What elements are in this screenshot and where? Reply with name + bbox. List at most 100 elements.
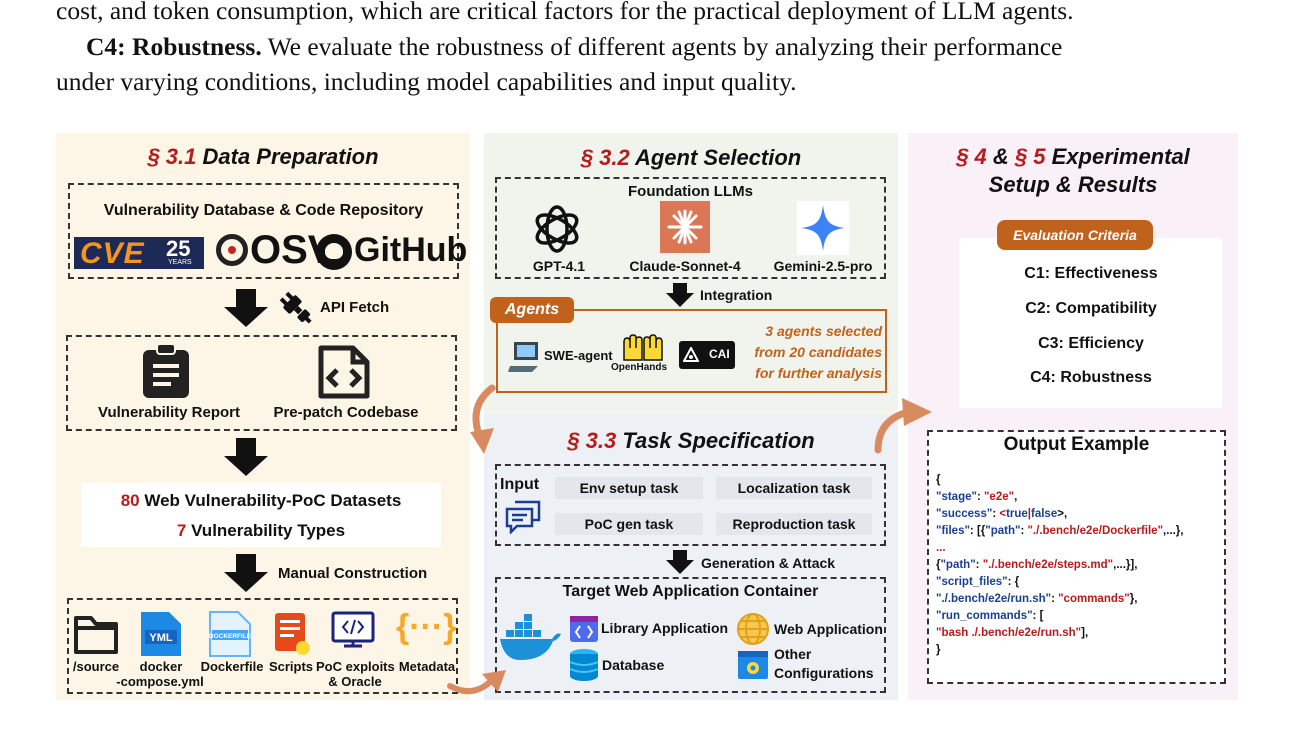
gemini-icon (797, 201, 849, 255)
code-path-val: "./.bench/e2e/Dockerfile" (1027, 525, 1164, 537)
code-line-5: ... (936, 540, 1224, 557)
gen-arrow-shaft (673, 550, 687, 560)
eval-criteria-tag: Evaluation Criteria (997, 220, 1153, 250)
code-line-8: "./.bench/e2e/run.sh": "commands"}, (936, 593, 1138, 605)
agents-box (496, 309, 887, 393)
arrow-down-icon (666, 560, 694, 574)
vuln-types: 7 Vulnerability Types (81, 521, 441, 541)
output-code: { "stage": "e2e", "success": <true|false… (936, 472, 1224, 659)
plug-icon (279, 291, 312, 324)
criterion-3: C3: Efficiency (1038, 335, 1144, 352)
cve-logo-years: YEARS (168, 259, 192, 266)
metadata-braces-icon: {···} (396, 608, 457, 646)
arrow-down-icon (224, 456, 268, 476)
claude-icon (660, 201, 710, 253)
llms-title: Foundation LLMs (628, 183, 753, 200)
folder-icon (74, 616, 118, 654)
criterion-4: C4: Robustness (1030, 369, 1152, 386)
cve-logo-text: CVE (80, 237, 145, 270)
clipboard-icon (143, 344, 189, 398)
code-line-11: } (936, 642, 1224, 659)
code-stage-key: "stage" (936, 491, 977, 503)
arrow-down-1-shaft (236, 289, 256, 307)
db-title: Vulnerability Database & Code Repository (103, 202, 424, 219)
output-example-box (927, 430, 1226, 684)
dataset-box (81, 483, 441, 547)
types-text: Vulnerability Types (186, 521, 346, 540)
prepatch-label: Pre-patch Codebase (273, 404, 419, 421)
code-line-9: "run_commands": [ (936, 608, 1224, 625)
osv-logo-icon (216, 234, 248, 266)
code-line-6: {"path": "./.bench/e2e/steps.md",...}], (936, 559, 1138, 571)
code-success-bar: | (1027, 508, 1032, 520)
file-source: /source (72, 659, 120, 674)
llm-gpt: GPT-4.1 (532, 258, 586, 274)
cve-logo-number: 25 (166, 236, 191, 261)
exploit-icon (331, 611, 375, 648)
file-oracle: & Oracle (328, 674, 382, 689)
code-success-b: >, (1057, 508, 1068, 520)
code-path2-b: ,...}], (1113, 559, 1138, 571)
yml-file-icon: YML (141, 612, 181, 656)
input-box (66, 335, 457, 431)
code-file-icon (318, 345, 370, 399)
code-cmds-b: : [ (1032, 610, 1044, 622)
chat-icon (505, 500, 541, 534)
p4-title-1: Experimental (1045, 144, 1190, 169)
p4-section-5: § 5 (1014, 144, 1046, 169)
criteria-box (959, 238, 1222, 408)
config-icon (738, 651, 768, 679)
code-success-a: < (999, 508, 1007, 520)
llm-claude: Claude-Sonnet-4 (629, 258, 741, 274)
output-example-title: Output Example (1003, 434, 1150, 455)
file-docker-compose: -compose.yml (116, 674, 204, 689)
file-docker: docker (139, 659, 183, 674)
docker-icon (500, 614, 561, 660)
panel-task-specification (484, 415, 898, 700)
integration-arrow-shaft (673, 283, 687, 293)
file-metadata: Metadata (398, 659, 456, 674)
dataset-number: 80 (120, 491, 140, 510)
github-logo: GitHub (354, 231, 468, 269)
code-run-b: }, (1129, 593, 1138, 605)
app-database: Database (602, 657, 665, 673)
api-fetch-label: API Fetch (320, 299, 390, 316)
file-dockerfile: Dockerfile (200, 659, 264, 674)
vuln-report-label: Vulnerability Report (98, 404, 240, 421)
body-line-1: cost, and token consumption, which are c… (56, 0, 1074, 25)
library-app-icon (570, 616, 598, 642)
code-brace-close: } (936, 644, 941, 656)
swe-agent-icon (508, 342, 538, 372)
types-number: 7 (176, 521, 187, 540)
code-line-7: "script_files": { (936, 574, 1224, 591)
agent-openhands: OpenHands (610, 362, 668, 373)
p4-title-line-1: § 4 & § 5 Experimental (908, 143, 1238, 171)
task-localization: Localization task (716, 477, 872, 499)
code-success-true: true (1006, 508, 1028, 520)
p4-amp: & (986, 144, 1015, 169)
code-files-b: ,...}, (1163, 525, 1184, 537)
task-box (495, 464, 886, 546)
file-poc-exploits: PoC exploits (316, 659, 395, 674)
file-scripts: Scripts (268, 659, 314, 674)
agent-swe: SWE-agent (544, 348, 613, 363)
code-stage-val: "e2e" (983, 491, 1015, 503)
p1-title-text: Data Preparation (202, 144, 379, 169)
c4-heading: C4: Robustness. (86, 32, 262, 61)
llm-box (495, 177, 886, 279)
task-reproduction: Reproduction task (716, 513, 872, 535)
scripts-icon (275, 613, 310, 655)
globe-icon (737, 613, 769, 645)
code-success-key: "success" (936, 508, 993, 520)
task-poc-gen: PoC gen task (555, 513, 703, 535)
app-library: Library Application (601, 620, 729, 636)
integration-label: Integration (700, 287, 773, 303)
arrow-down-icon (666, 293, 694, 307)
database-icon (569, 649, 599, 681)
code-line-4: "files": [{"path": "./.bench/e2e/Dockerf… (936, 525, 1184, 537)
code-path2-a: { (936, 559, 941, 571)
code-files-a: : [{ (969, 525, 986, 537)
selected-line-2: from 20 candidates (754, 344, 882, 360)
p1-section-num: § 3.1 (147, 144, 197, 169)
openai-icon (535, 205, 579, 253)
